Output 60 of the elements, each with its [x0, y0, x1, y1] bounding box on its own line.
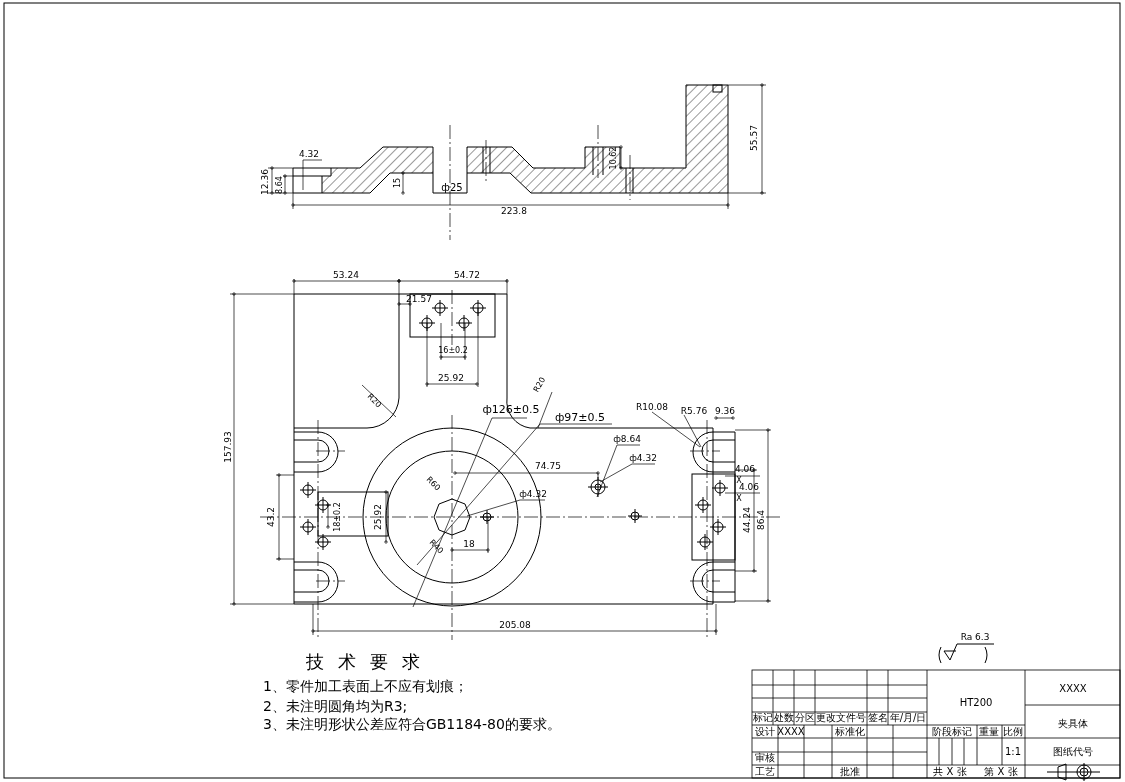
dimension-text: 4.06 — [739, 482, 759, 492]
note-text: 2、未注明圆角均为R3; — [263, 699, 408, 713]
title-block-text: 分区 — [795, 713, 815, 723]
title-block-text: XXXX — [1059, 684, 1087, 694]
dimension-text: 54.72 — [454, 270, 480, 280]
title-block-text: 第 X 张 — [984, 767, 1018, 777]
title-block-text: 设计 — [755, 727, 775, 737]
dimension-text: R10.08 — [636, 402, 668, 412]
dimension-text: 15 — [394, 177, 402, 189]
title-block-text: 工艺 — [755, 767, 775, 777]
dimension-text: 55.57 — [749, 125, 759, 151]
dimension-text: 12.36 — [260, 169, 270, 195]
dimension-text: ф8.64 — [613, 434, 641, 444]
notes-heading: 技 术 要 求 — [306, 653, 424, 671]
title-block-text: 审核 — [755, 753, 775, 763]
dimension-text: 21.57 — [406, 294, 432, 304]
title-block-text: 1:1 — [1004, 747, 1022, 757]
dimension-text: 25.92 — [438, 373, 464, 383]
dimension-text: 223.8 — [501, 206, 527, 216]
dimension-text: 18 — [463, 539, 475, 549]
dimension-text: ф4.32 — [629, 453, 657, 463]
dimension-text: 9.36 — [715, 406, 735, 416]
title-block-text: 处数 — [774, 713, 794, 723]
title-block-text: 夹具体 — [1058, 719, 1088, 729]
dimension-text: 8.64 — [276, 176, 284, 194]
dimension-text: 25.92 — [373, 504, 383, 530]
dimension-text: R5.76 — [680, 406, 708, 416]
dimension-text: 16±0.2 — [438, 347, 468, 355]
dimension-text: 205.08 — [499, 620, 531, 630]
dimension-text: 157.93 — [223, 431, 233, 463]
roughness-value: Ra 6.3 — [960, 632, 990, 642]
title-block-text: XXXX — [777, 727, 805, 737]
dimension-text: 86.4 — [756, 510, 766, 530]
dimension-text: 43.2 — [266, 507, 276, 527]
title-block-text: 标记 — [753, 713, 773, 723]
title-block-text: 年/月/日 — [889, 713, 927, 723]
title-block-text: 签名 — [868, 713, 888, 723]
title-block-text: 标准化 — [835, 727, 865, 737]
title-block-text: 更改文件号 — [816, 713, 866, 723]
title-block-text: 重量 — [979, 727, 999, 737]
dimension-text: 4.32 — [299, 149, 319, 159]
title-block-text: 共 X 张 — [933, 767, 967, 777]
dimension-text: 53.24 — [333, 270, 359, 280]
dimension-text: 74.75 — [535, 461, 561, 471]
section-mark: X — [736, 477, 742, 485]
dimension-text: 4.06 — [735, 464, 755, 474]
title-block-text: 批准 — [840, 767, 860, 777]
note-text: 1、零件加工表面上不应有划痕； — [263, 679, 468, 693]
dimension-text: ф25 — [441, 183, 463, 193]
dimension-text: 44.24 — [742, 507, 752, 533]
dimension-text: ф97±0.5 — [554, 411, 606, 423]
title-block-text: HT200 — [959, 698, 993, 708]
dimension-text: 18±0.2 — [334, 502, 342, 532]
note-text: 3、未注明形状公差应符合GB1184-80的要求。 — [263, 717, 561, 731]
title-block-text: 阶段标记 — [932, 727, 972, 737]
title-block-text: 比例 — [1003, 727, 1023, 737]
dimension-text: 10.62 — [610, 146, 618, 170]
section-mark: X — [736, 495, 742, 503]
dimension-text: ф4.32 — [519, 489, 547, 499]
title-block-text: 图纸代号 — [1053, 747, 1093, 757]
